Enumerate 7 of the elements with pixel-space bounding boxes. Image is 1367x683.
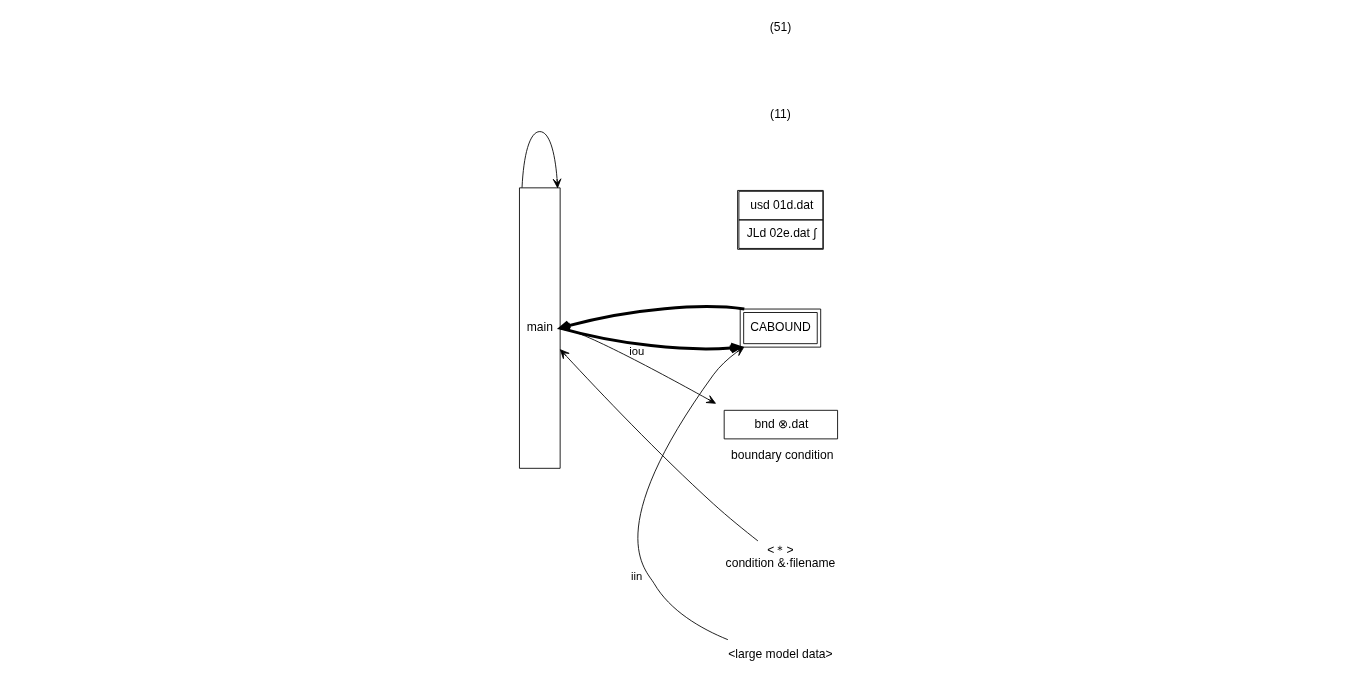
label: (11)	[770, 107, 791, 122]
edge-label: iou	[629, 345, 645, 358]
node-label: boundary condition	[731, 447, 834, 462]
node-text: <large model data>	[728, 647, 833, 662]
node-text: <＊> condition &·filename	[725, 543, 836, 571]
edge-label: iin	[631, 570, 643, 583]
label: (51)	[769, 19, 792, 34]
